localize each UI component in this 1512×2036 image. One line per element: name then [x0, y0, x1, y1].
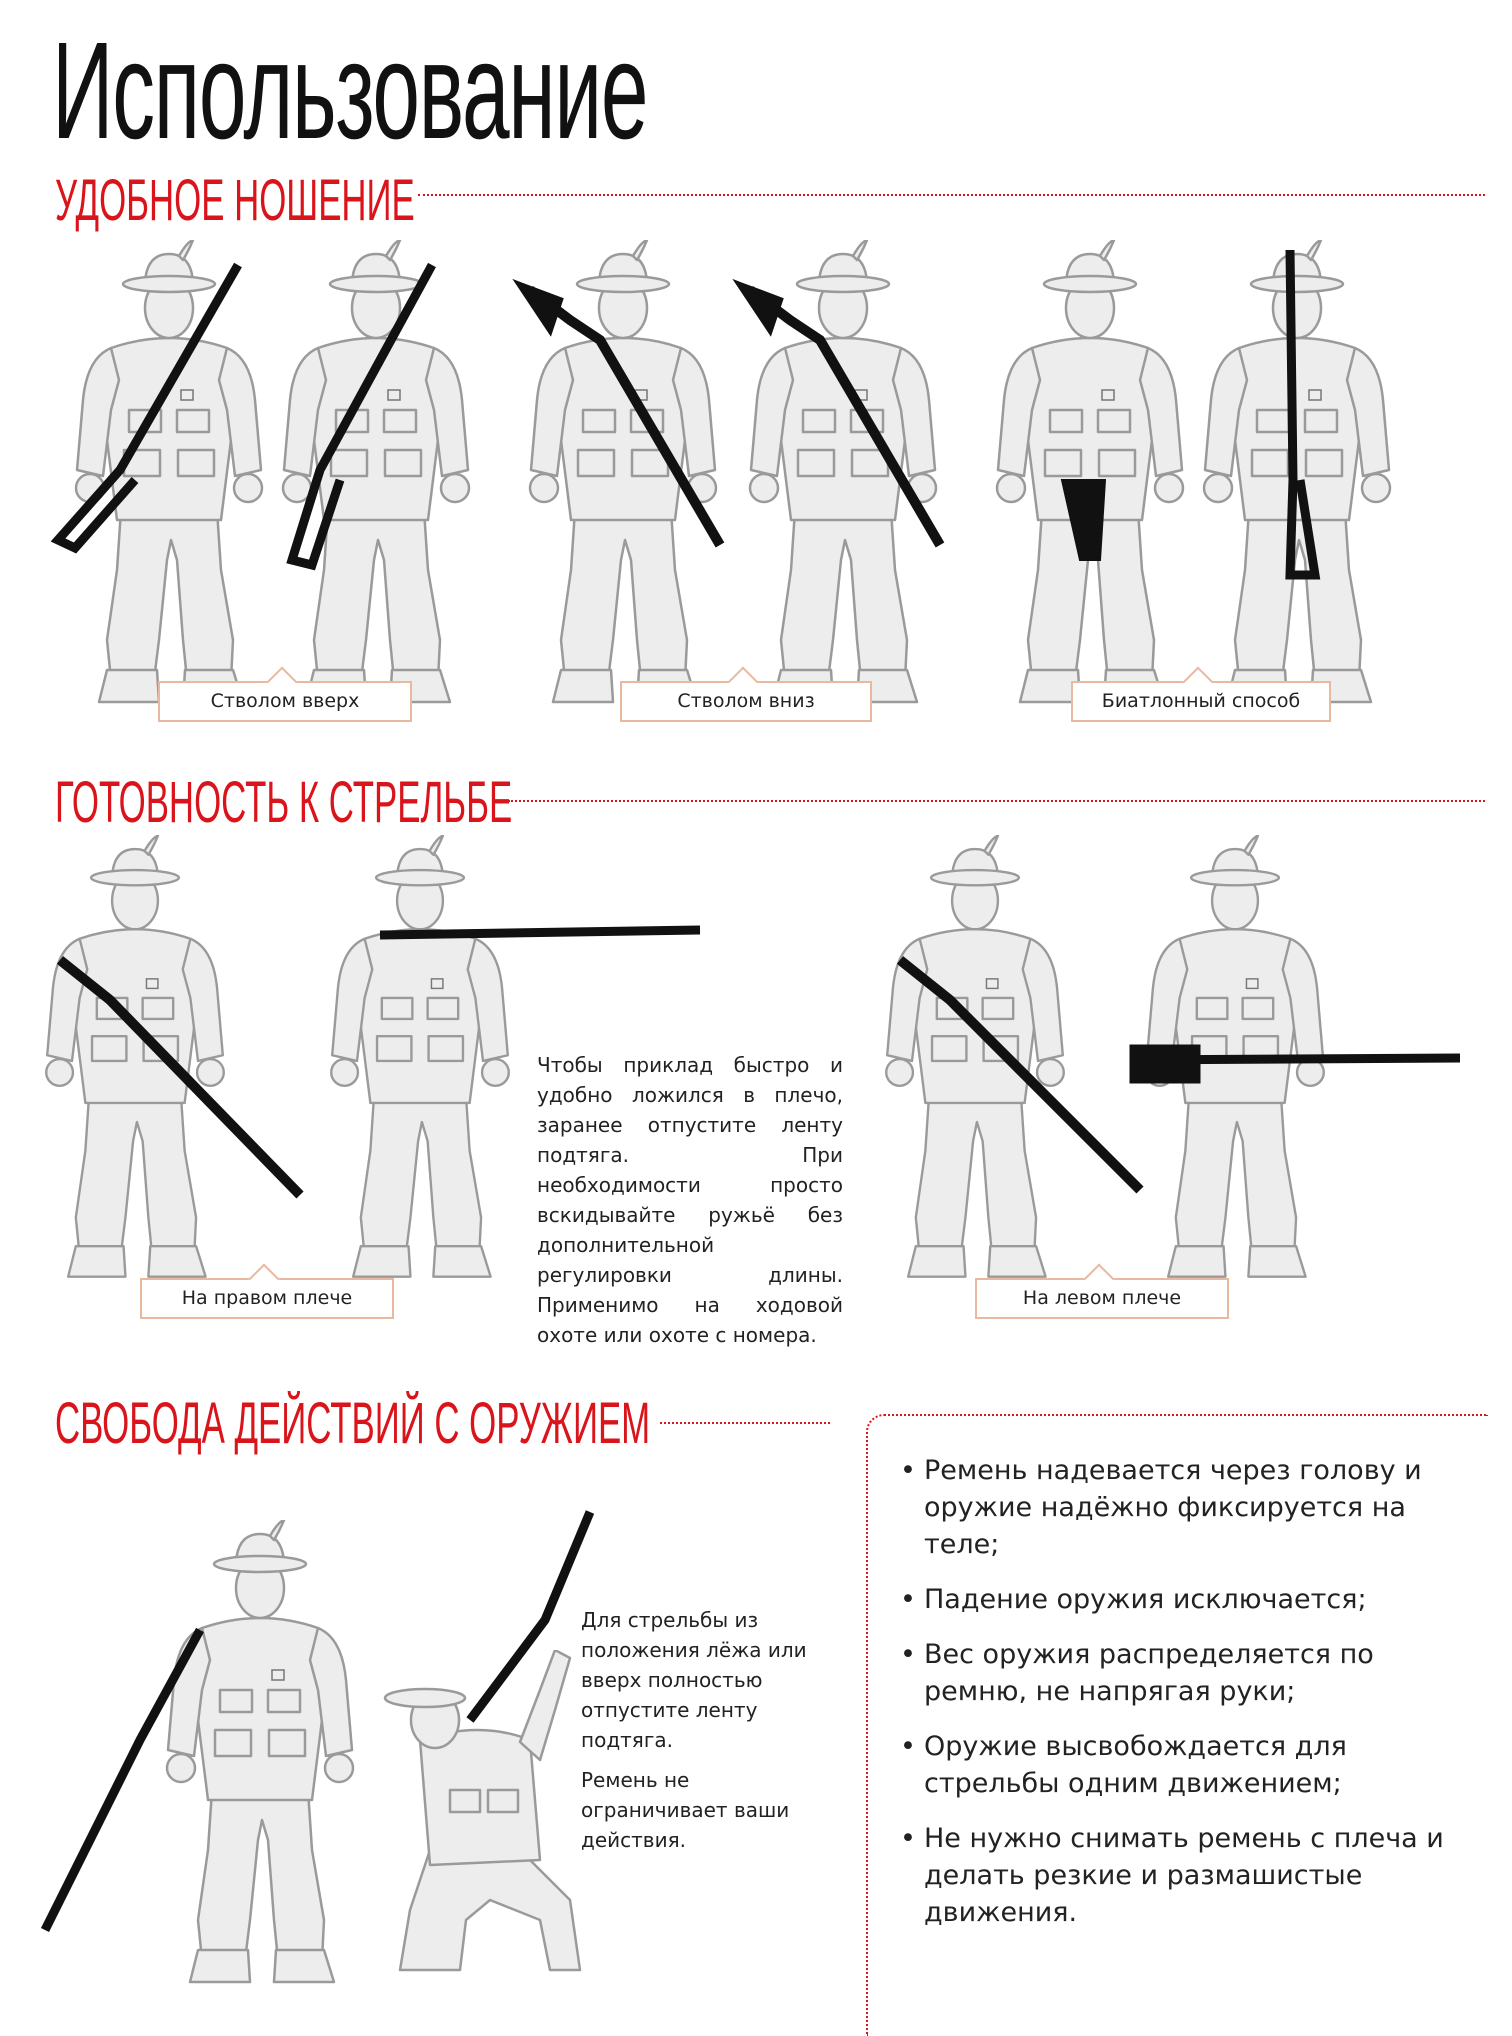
freedom-paragraph-1: Для стрельбы из положения лёжа или вверх…	[581, 1608, 807, 1752]
benefit-item: Не нужно снимать ремень с плеча и делать…	[900, 1820, 1460, 1931]
hunter-figure	[995, 240, 1185, 704]
shotgun	[56, 925, 1461, 1199]
benefits-box	[866, 1414, 1488, 2036]
label-biathlon: Биатлонный способ	[1071, 681, 1331, 722]
benefits-list: Ремень надевается через голову и оружие …	[900, 1452, 1460, 1949]
hunter-figure	[885, 835, 1065, 1278]
label-left-shoulder: На левом плече	[975, 1278, 1229, 1319]
hunter-figure	[281, 240, 471, 704]
freedom-text: Для стрельбы из положения лёжа или вверх…	[581, 1605, 836, 1855]
benefit-item: Вес оружия распределяется по ремню, не н…	[900, 1636, 1460, 1710]
shotgun	[40, 1510, 595, 1933]
freedom-paragraph-2: Ремень не ограничивает ваши действия.	[581, 1768, 790, 1852]
section-heading-freedom: СВОБОДА ДЕЙСТВИЙ С ОРУЖИЕМ	[55, 1391, 651, 1456]
label-barrel-down: Стволом вниз	[620, 681, 872, 722]
dotted-divider	[508, 800, 1485, 802]
readiness-text: Чтобы приклад быстро и удобно ложился в …	[537, 1050, 843, 1350]
page-title: Использование	[52, 14, 648, 168]
shotgun	[50, 249, 1321, 580]
section-heading-carrying: УДОБНОЕ НОШЕНИЕ	[55, 168, 415, 233]
hunter-figure	[45, 835, 225, 1278]
benefit-item: Оружие высвобождается для стрельбы одним…	[900, 1728, 1460, 1802]
hunter-figure	[74, 240, 264, 704]
benefit-item: Ремень надевается через голову и оружие …	[900, 1452, 1460, 1563]
hunter-figure	[330, 835, 510, 1278]
dotted-divider	[418, 194, 1485, 196]
label-right-shoulder: На правом плече	[140, 1278, 394, 1319]
readiness-paragraph: Чтобы приклад быстро и удобно ложился в …	[537, 1053, 843, 1347]
hunter-figure	[165, 1520, 355, 1984]
dotted-divider	[660, 1422, 830, 1424]
benefit-item: Падение оружия исключается;	[900, 1581, 1460, 1618]
section-heading-readiness: ГОТОВНОСТЬ К СТРЕЛЬБЕ	[55, 770, 513, 835]
label-barrel-up: Стволом вверх	[158, 681, 412, 722]
